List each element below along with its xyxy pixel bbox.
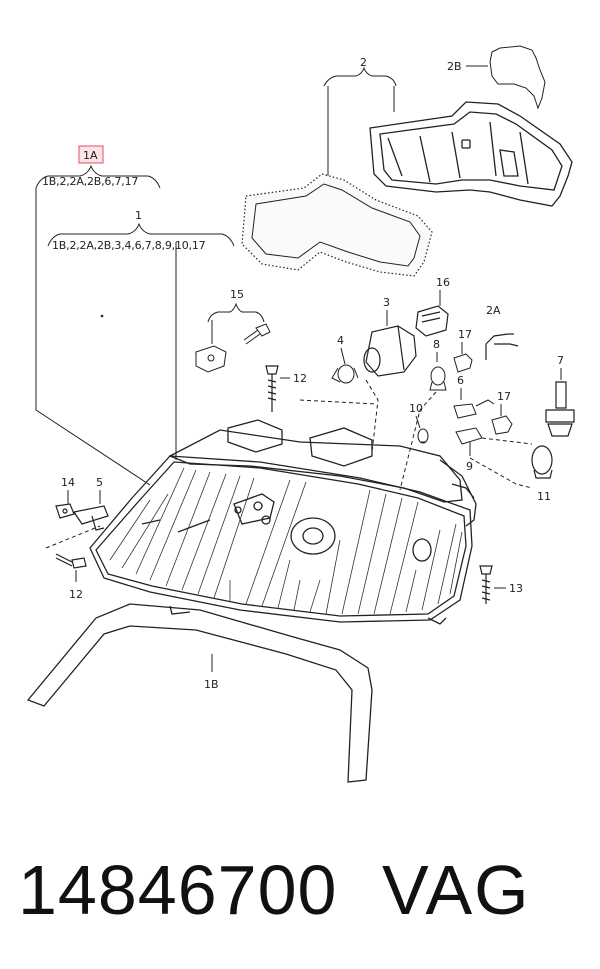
label-13[interactable]: 13 bbox=[509, 582, 523, 595]
part-2B-clip[interactable] bbox=[489, 45, 546, 110]
part-2-gasket[interactable] bbox=[241, 173, 433, 277]
part-17-upper-holder[interactable] bbox=[453, 353, 473, 373]
part-15-clip-nut[interactable] bbox=[195, 345, 227, 373]
part-number-text: 14846700 bbox=[18, 851, 338, 929]
group-bracket-2 bbox=[323, 66, 397, 178]
part-9-socket[interactable] bbox=[455, 427, 483, 456]
label-2B[interactable]: 2B bbox=[447, 60, 462, 73]
label-10[interactable]: 10 bbox=[409, 402, 423, 415]
part-3-range-motor[interactable] bbox=[363, 325, 417, 377]
part-12-lower-screw[interactable] bbox=[55, 553, 87, 569]
label-5[interactable]: 5 bbox=[96, 476, 103, 489]
label-1A-list: 1B,2,2A,2B,6,7,17 bbox=[42, 175, 138, 188]
label-8[interactable]: 8 bbox=[433, 338, 440, 351]
label-16[interactable]: 16 bbox=[436, 276, 450, 289]
part-8-bulb[interactable] bbox=[429, 366, 447, 391]
part-2-rear-cover[interactable] bbox=[369, 101, 573, 207]
part-4-adjuster[interactable] bbox=[331, 364, 359, 384]
footer: 14846700 VAG bbox=[0, 840, 600, 940]
label-9[interactable]: 9 bbox=[466, 460, 473, 473]
part-12-upper-screw[interactable] bbox=[265, 365, 279, 412]
part-10-bulb[interactable] bbox=[417, 428, 429, 444]
part-14-bracket[interactable] bbox=[55, 503, 75, 519]
part-1-headlight-housing[interactable] bbox=[89, 419, 477, 625]
brand-text: VAG bbox=[382, 851, 531, 929]
group-bracket-1 bbox=[47, 222, 235, 256]
label-2[interactable]: 2 bbox=[360, 56, 367, 69]
label-1[interactable]: 1 bbox=[135, 209, 142, 222]
dashed-assembly-leaders bbox=[299, 379, 533, 491]
leader-5-dash bbox=[45, 525, 101, 549]
label-3[interactable]: 3 bbox=[383, 296, 390, 309]
part-6-wire-connector[interactable] bbox=[453, 399, 495, 419]
part-13-screw[interactable] bbox=[479, 565, 493, 604]
part-2A-wire[interactable] bbox=[485, 333, 519, 360]
label-17-lower[interactable]: 17 bbox=[497, 390, 511, 403]
group-leader-lines bbox=[35, 188, 177, 486]
group-bracket-15 bbox=[207, 302, 265, 344]
label-1B[interactable]: 1B bbox=[204, 678, 219, 691]
label-6[interactable]: 6 bbox=[457, 374, 464, 387]
label-2A[interactable]: 2A bbox=[486, 304, 501, 317]
label-1-list: 1B,2,2A,2B,3,4,6,7,8,9,10,17 bbox=[52, 239, 206, 252]
label-15[interactable]: 15 bbox=[230, 288, 244, 301]
label-12-upper[interactable]: 12 bbox=[293, 372, 307, 385]
part-15-screw[interactable] bbox=[243, 323, 271, 345]
label-11[interactable]: 11 bbox=[537, 490, 551, 503]
lens-hatching bbox=[109, 467, 463, 615]
label-7[interactable]: 7 bbox=[557, 354, 564, 367]
label-14[interactable]: 14 bbox=[61, 476, 75, 489]
decorative-dot bbox=[100, 314, 104, 318]
label-4[interactable]: 4 bbox=[337, 334, 344, 347]
part-16-connector[interactable] bbox=[415, 305, 449, 337]
part-1B-trim-strip[interactable] bbox=[26, 603, 373, 783]
label-17-upper[interactable]: 17 bbox=[458, 328, 472, 341]
leader-4 bbox=[340, 347, 346, 365]
label-12-lower[interactable]: 12 bbox=[69, 588, 83, 601]
part-11-bulb[interactable] bbox=[531, 445, 553, 479]
leader-10 bbox=[415, 415, 421, 429]
part-5-clip[interactable] bbox=[73, 505, 109, 531]
group-bracket-1A bbox=[35, 164, 161, 189]
label-1A[interactable]: 1A bbox=[83, 149, 98, 162]
label-1A-highlight-box[interactable] bbox=[78, 145, 104, 164]
part-7-bulb-socket[interactable] bbox=[545, 381, 575, 437]
part-17-lower-holder[interactable] bbox=[491, 415, 513, 435]
